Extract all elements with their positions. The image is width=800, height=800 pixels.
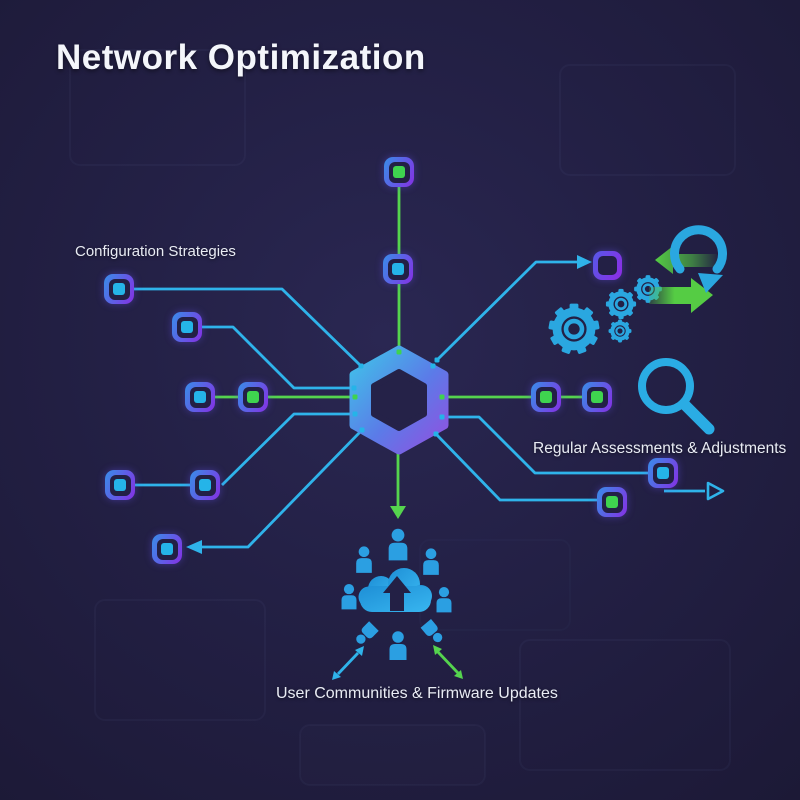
node-inner <box>387 258 409 280</box>
node-cfg-1 <box>104 274 134 304</box>
node-core <box>181 321 193 333</box>
person-icon <box>356 546 372 573</box>
junction-dot <box>351 385 357 391</box>
user-group-icon <box>341 528 452 660</box>
arrowhead-top-right <box>577 255 592 269</box>
cloud-upload-icon <box>358 568 432 612</box>
junction-dot <box>396 349 402 355</box>
arrowheads <box>186 255 725 680</box>
person-icon <box>420 619 443 643</box>
node-inner <box>652 462 674 484</box>
node-core <box>199 479 211 491</box>
person-icon <box>389 631 407 660</box>
connector-hub-to-right-low-green <box>434 433 597 502</box>
node-low-left-2 <box>190 470 220 500</box>
person-icon <box>356 621 379 644</box>
node-right-low-green <box>597 487 627 517</box>
node-inner <box>194 474 216 496</box>
node-right-green-2 <box>582 382 612 412</box>
connector-dbl-arrow-green-shaft <box>436 651 460 674</box>
node-core <box>606 496 618 508</box>
node-arrow-target <box>152 534 182 564</box>
node-mid-left-cyan <box>185 382 215 412</box>
search-icon <box>638 358 715 435</box>
arrowhead-dbl-green-top <box>433 645 442 655</box>
person-icon <box>423 548 439 575</box>
junction-dot <box>358 363 364 369</box>
node-inner <box>601 491 623 513</box>
label-configuration-strategies: Configuration Strategies <box>75 243 236 260</box>
junction-dot <box>359 427 365 433</box>
node-inner <box>242 386 264 408</box>
gear-icon <box>548 303 600 354</box>
connector-hub-to-arrow-target <box>202 429 364 549</box>
node-inner <box>598 256 617 275</box>
junction-dot <box>352 394 358 400</box>
junction-dot <box>434 357 440 363</box>
junction-dots <box>351 349 445 437</box>
gear-icon <box>608 319 632 343</box>
node-cfg-2 <box>172 312 202 342</box>
background-circuit-pattern <box>69 49 736 786</box>
arrowhead-open-out <box>706 481 725 501</box>
node-core <box>113 283 125 295</box>
node-inner <box>109 474 131 496</box>
node-top-cyan <box>383 254 413 284</box>
person-icon <box>388 528 408 561</box>
junction-dot <box>439 414 445 420</box>
connector-hub-to-right-cyan <box>442 415 648 475</box>
junction-dot <box>352 411 358 417</box>
node-right-green-1 <box>531 382 561 412</box>
node-right-cyan <box>648 458 678 488</box>
junction-dot <box>430 363 436 369</box>
node-core <box>540 391 552 403</box>
node-low-left-1 <box>105 470 135 500</box>
node-top-green <box>384 157 414 187</box>
hexagon-hole <box>371 369 427 431</box>
node-core <box>657 467 669 479</box>
label-user-communities: User Communities & Firmware Updates <box>276 685 558 702</box>
arrowhead-dbl-cyan-top <box>355 646 364 656</box>
connector-cfg1-to-hub <box>134 287 362 368</box>
connector-dbl-arrow-cyan-shaft <box>336 652 360 675</box>
connector-hub-to-lowleft <box>221 412 355 486</box>
connector-hub-to-topright-square <box>436 260 577 361</box>
node-inner <box>108 278 130 300</box>
node-core <box>591 391 603 403</box>
arrowhead-dbl-green-bottom <box>454 670 463 679</box>
arrowhead-dbl-cyan-bottom <box>332 671 341 680</box>
node-inner <box>176 316 198 338</box>
node-core <box>393 166 405 178</box>
node-core <box>247 391 259 403</box>
node-inner <box>535 386 557 408</box>
junction-dot <box>439 394 445 400</box>
gears-icon <box>548 275 662 354</box>
node-inner <box>189 386 211 408</box>
node-inner <box>156 538 178 560</box>
node-core <box>114 479 126 491</box>
person-icon <box>341 583 357 610</box>
upload-arrow <box>383 576 411 611</box>
node-top-right-empty <box>593 251 622 280</box>
hexagon-hub-icon <box>349 345 449 455</box>
node-inner <box>388 161 410 183</box>
node-core <box>194 391 206 403</box>
person-icon <box>436 586 452 613</box>
node-core <box>392 263 404 275</box>
connector-lines <box>134 187 705 675</box>
connector-cfg2-to-hub <box>202 325 353 390</box>
junction-dot <box>433 431 439 437</box>
page-title: Network Optimization <box>56 38 426 77</box>
node-mid-left-green <box>238 382 268 412</box>
arrowhead-left-target <box>186 540 202 554</box>
node-core <box>161 543 173 555</box>
transfer-arrow-right <box>649 278 713 313</box>
arrowhead-down-green <box>390 506 406 519</box>
label-regular-assessments: Regular Assessments & Adjustments <box>533 440 787 457</box>
refresh-arrow-icon <box>670 225 727 293</box>
node-inner <box>586 386 608 408</box>
gear-icon <box>605 288 637 320</box>
